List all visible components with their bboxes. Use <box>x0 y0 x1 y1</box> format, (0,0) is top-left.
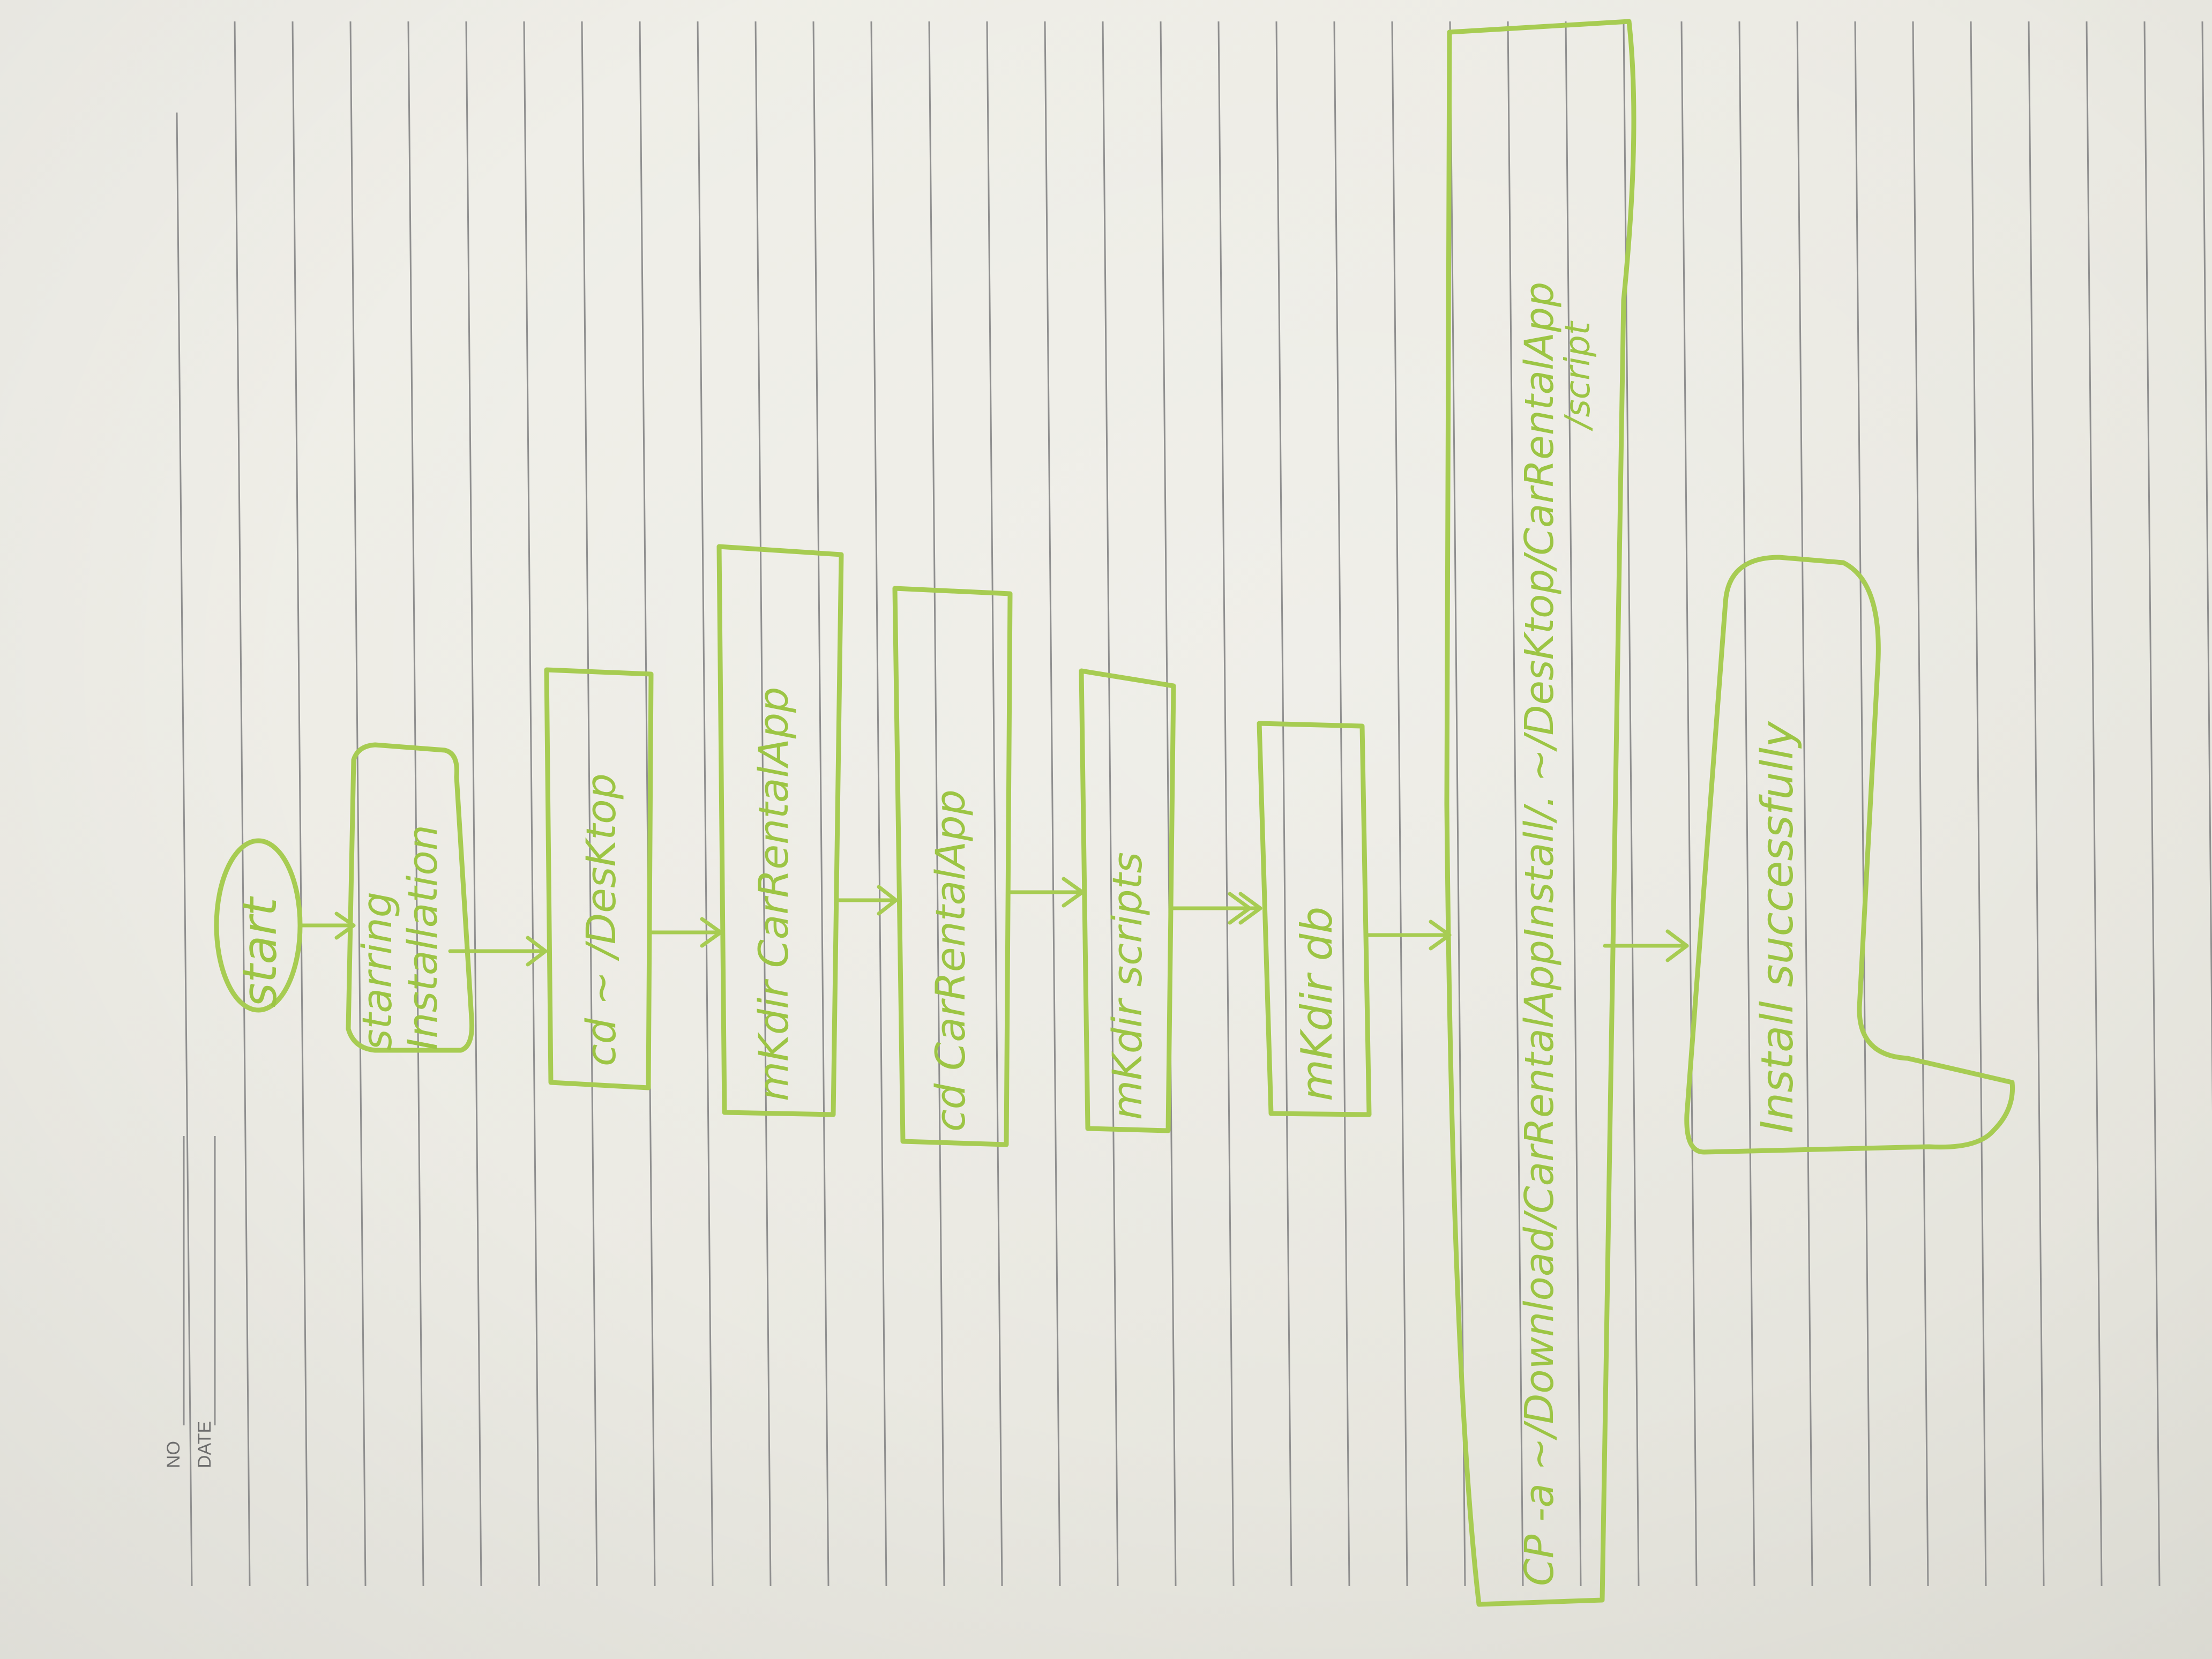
ruled-line <box>697 21 714 1587</box>
ruled-line <box>639 21 656 1587</box>
arrow-db-to-cp <box>1363 920 1452 951</box>
ruled-line <box>2086 21 2103 1587</box>
ruled-line <box>407 21 424 1587</box>
flow-step-mkdir-carrentalapp: mKdir CarRentalApp <box>716 544 844 1117</box>
flow-step-cd-desktop: cd ~ /DesKtop <box>544 667 654 1090</box>
install-successfully-box <box>1684 555 2015 1155</box>
ruled-line <box>176 112 193 1587</box>
ruled-line <box>1565 21 1582 1587</box>
ruled-line <box>1449 21 1466 1587</box>
flow-step-starring-installation: starring Installation <box>346 742 475 1053</box>
form-header: NO DATE <box>163 1136 216 1468</box>
ruled-line <box>1333 21 1350 1587</box>
ruled-line <box>1680 21 1698 1587</box>
ruled-line <box>292 21 309 1587</box>
arrow-head <box>1429 920 1452 951</box>
cd-carrentalapp-label: cd CarRentalApp <box>926 789 974 1132</box>
ruled-line <box>1102 21 1119 1587</box>
arrow-scripts-to-db <box>1169 892 1262 925</box>
ruled-line <box>1796 21 1813 1587</box>
ruled-line <box>986 21 1003 1587</box>
cp-command-label-line1: CP -a ~/Download/CarRentalAppInstall/. ~… <box>1516 282 1563 1586</box>
ruled-line <box>870 21 887 1587</box>
arrow-cd-carrentalapp-to-scripts <box>1006 877 1085 908</box>
ruled-line <box>234 21 251 1587</box>
arrow-head-double <box>1228 892 1252 925</box>
starring-label-line2: Installation <box>399 825 446 1050</box>
ruled-line <box>1044 21 1061 1587</box>
ruled-line <box>1854 21 1871 1587</box>
arrow-head <box>334 911 356 940</box>
ruled-line <box>2201 21 2212 1111</box>
ruled-line <box>1507 21 1524 1587</box>
ruled-line <box>754 21 772 1587</box>
mkdir-carrentalapp-box <box>716 544 844 1117</box>
arrow-head <box>877 885 898 916</box>
arrow-cd-desktop-to-mkdir <box>647 917 723 948</box>
cd-carrentalapp-box <box>892 586 1013 1147</box>
arrow-head <box>700 917 723 948</box>
starring-installation-box <box>346 742 475 1053</box>
ruled-line <box>2143 21 2161 1587</box>
arrow-head <box>1062 877 1085 908</box>
flow-step-mkdir-scripts: mKdir scripts <box>1079 668 1176 1133</box>
arrow-head <box>1238 892 1262 925</box>
ruled-line <box>581 21 598 1587</box>
date-label: DATE <box>195 1421 215 1468</box>
ruled-line <box>1738 21 1755 1587</box>
flow-step-mkdir-db: mKdir db <box>1257 721 1372 1117</box>
install-successfully-label: Install successfully <box>1752 721 1803 1133</box>
flow-step-start: start <box>214 838 303 1013</box>
ruled-line <box>812 21 829 1587</box>
cp-command-box <box>1444 19 1636 1607</box>
starring-label-line1: starring <box>353 892 401 1050</box>
cp-command-label-line2: /script <box>1558 320 1598 431</box>
mkdir-carrentalapp-label: mKdir CarRentalApp <box>750 687 797 1101</box>
flow-step-cp-command: CP -a ~/Download/CarRentalAppInstall/. ~… <box>1444 19 1636 1607</box>
ruled-line <box>523 21 540 1587</box>
flow-step-cd-carrentalapp: cd CarRentalApp <box>892 586 1013 1147</box>
flow-step-install-successfully: Install successfully <box>1684 555 2015 1155</box>
ruled-line <box>1970 21 1987 1587</box>
mkdir-scripts-label: mKdir scripts <box>1103 852 1151 1120</box>
mkdir-db-label: mKdir db <box>1292 907 1342 1101</box>
arrow-cp-to-install <box>1603 929 1689 962</box>
ruled-line <box>349 21 367 1587</box>
cd-desktop-box <box>544 667 654 1090</box>
arrow-mkdir-to-cd-carrentalapp <box>834 885 898 916</box>
arrow-head <box>1665 929 1689 962</box>
start-label: start <box>232 896 287 1007</box>
ruled-line <box>465 21 482 1587</box>
no-label: NO <box>163 1441 184 1468</box>
ruled-line <box>1912 21 1929 1587</box>
ruled-line <box>2028 21 2045 1587</box>
arrow-head <box>526 936 548 967</box>
ruled-line <box>1391 21 1408 1587</box>
flow-connectors <box>298 877 1689 967</box>
mkdir-db-box <box>1257 721 1372 1117</box>
ruled-line <box>1217 21 1235 1587</box>
arrow-start-to-starring <box>298 911 356 940</box>
mkdir-scripts-box <box>1079 668 1176 1133</box>
arrow-starring-to-cd-desktop <box>448 936 548 967</box>
ruled-line <box>1160 21 1177 1587</box>
ruled-line <box>1275 21 1292 1587</box>
ruled-line <box>928 21 945 1587</box>
cd-desktop-label: cd ~ /DesKtop <box>577 773 625 1066</box>
